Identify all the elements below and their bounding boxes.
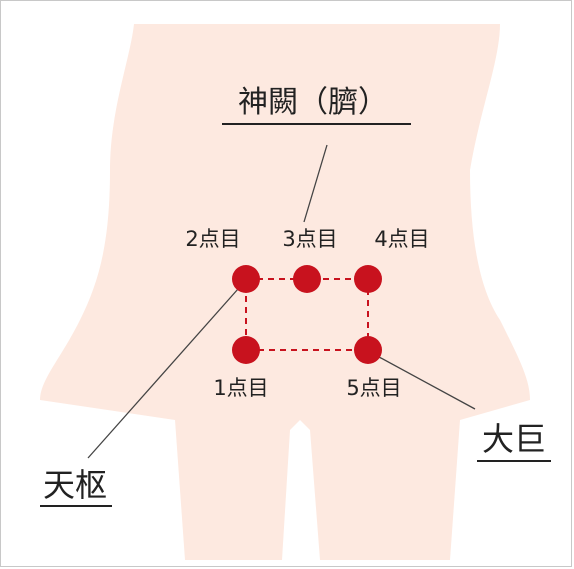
point-3-marker [293,265,321,293]
leader-line-navel [303,144,328,223]
point-4-label: 4点目 [374,227,429,251]
point-5-label: 5点目 [346,376,401,400]
daiko-label: 大巨 [482,420,546,458]
point-1-marker [232,336,260,364]
torso-silhouette [40,24,530,560]
point-3-label: 3点目 [282,227,337,251]
point-2-label: 2点目 [185,227,240,251]
tensu-label: 天枢 [43,466,107,504]
leader-line-daiko [367,350,476,410]
leader-line-tensu [87,279,247,459]
point-4-marker [354,265,382,293]
point-2-marker [232,265,260,293]
point-5-marker [354,336,382,364]
point-1-label: 1点目 [213,376,268,400]
navel-label: 神闕（臍） [238,85,388,120]
